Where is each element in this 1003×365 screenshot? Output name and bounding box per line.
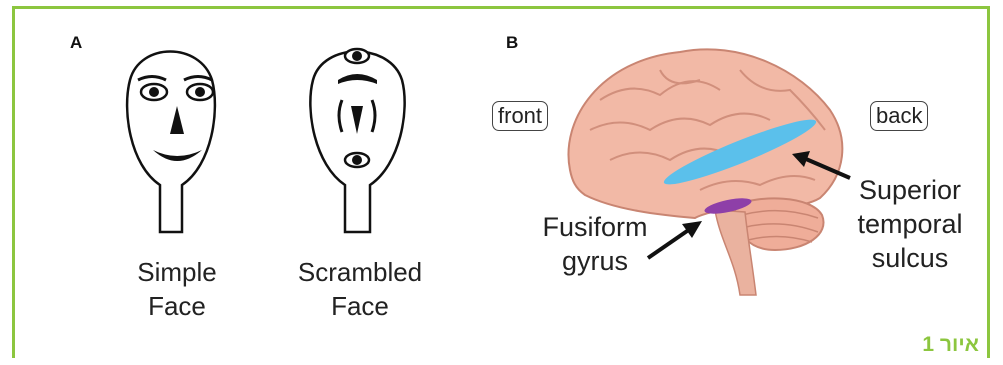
- annotation-line: temporal: [845, 207, 975, 241]
- annotation-line: gyrus: [535, 244, 655, 278]
- fusiform-arrow: [648, 221, 702, 258]
- annotation-line: sulcus: [845, 241, 975, 275]
- caption-line: Scrambled: [290, 255, 430, 289]
- annotation-line: Superior: [845, 173, 975, 207]
- scrambled-face: [310, 49, 404, 232]
- annotation-line: Fusiform: [535, 210, 655, 244]
- scrambled-face-caption: Scrambled Face: [290, 255, 430, 323]
- fusiform-gyrus-label: Fusiform gyrus: [535, 210, 655, 278]
- sts-label: Superior temporal sulcus: [845, 173, 975, 275]
- simple-face: [127, 52, 215, 233]
- caption-line: Face: [290, 289, 430, 323]
- caption-line: Simple: [122, 255, 232, 289]
- caption-line: Face: [122, 289, 232, 323]
- figure-caption: איור 1: [922, 333, 979, 357]
- simple-face-caption: Simple Face: [122, 255, 232, 323]
- panel-b-label: B: [506, 33, 518, 53]
- front-tag: front: [492, 101, 548, 131]
- back-tag: back: [870, 101, 928, 131]
